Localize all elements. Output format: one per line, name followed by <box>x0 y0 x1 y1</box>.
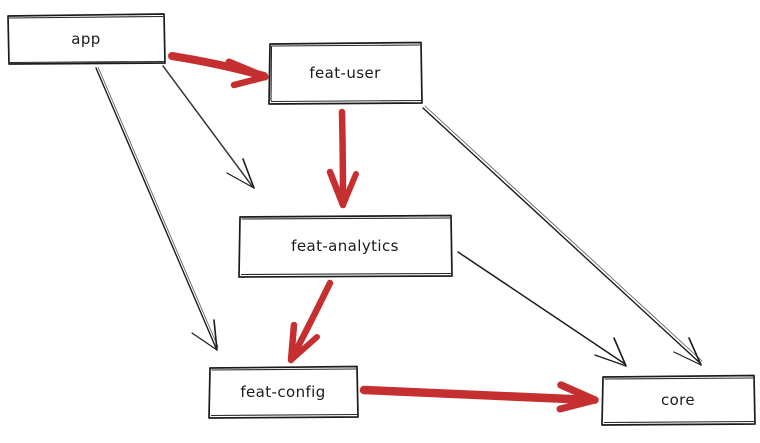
edge-feat-analytics-to-core <box>457 251 627 367</box>
node-box-feat-config[interactable] <box>208 365 359 419</box>
node-box-feat-analytics[interactable] <box>238 214 453 278</box>
edge-app-to-feat-config <box>95 66 219 351</box>
edge-app-to-feat-user <box>168 52 269 89</box>
edge-feat-analytics-to-feat-config <box>287 279 334 364</box>
edge-app-to-feat-analytics <box>162 65 255 189</box>
edge-feat-config-to-core <box>359 381 599 413</box>
edge-feat-user-to-feat-analytics <box>326 108 359 209</box>
node-box-feat-user[interactable] <box>268 41 423 105</box>
node-box-app[interactable] <box>7 13 166 65</box>
node-box-core[interactable] <box>601 374 756 426</box>
edge-feat-user-to-core <box>422 105 703 366</box>
